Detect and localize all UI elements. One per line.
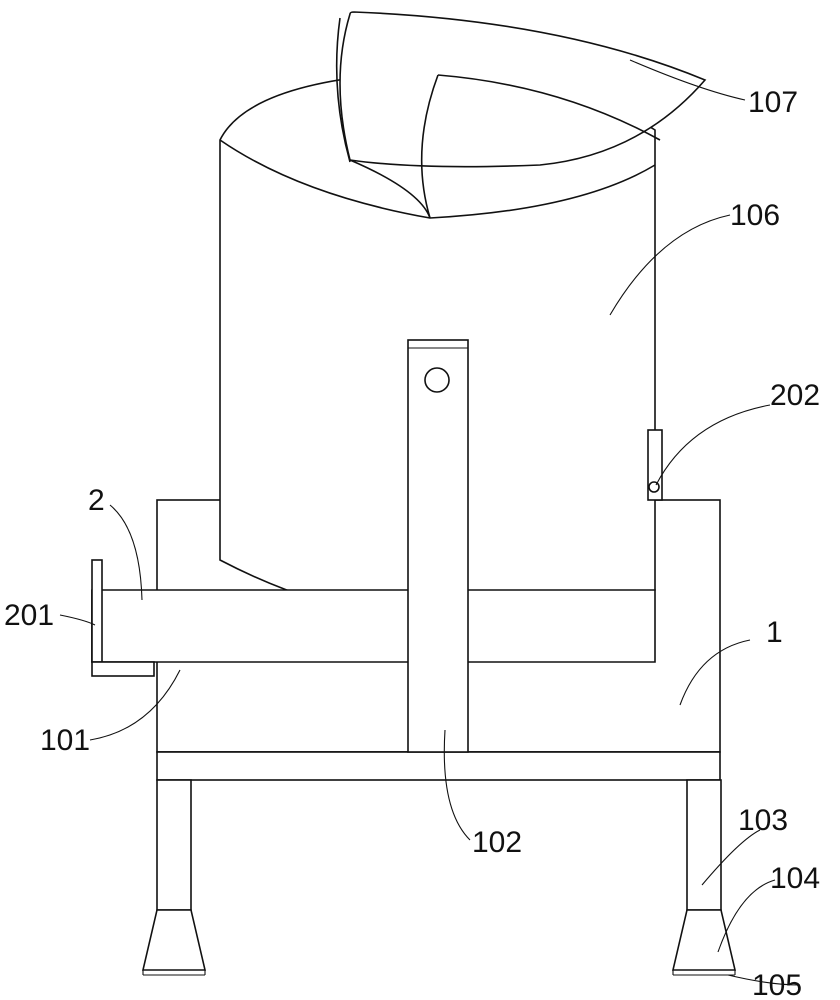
label-202: 202 (770, 379, 820, 412)
leg-right (686, 779, 722, 911)
label-101: 101 (40, 724, 90, 757)
label-201: 201 (4, 599, 54, 632)
label-104: 104 (770, 862, 820, 895)
tray (91, 559, 656, 677)
leader-lines (59, 59, 801, 986)
foot-right (671, 909, 737, 976)
center-post (407, 339, 469, 753)
foot-left (141, 909, 207, 976)
label-107: 107 (748, 86, 798, 119)
label-102: 102 (472, 826, 522, 859)
label-2: 2 (88, 484, 105, 517)
label-106: 106 (730, 199, 780, 232)
hinge (647, 429, 663, 501)
hopper (335, 11, 707, 219)
leg-left (156, 779, 192, 911)
label-103: 103 (738, 804, 788, 837)
label-105: 105 (752, 969, 802, 1000)
label-1: 1 (766, 616, 783, 649)
